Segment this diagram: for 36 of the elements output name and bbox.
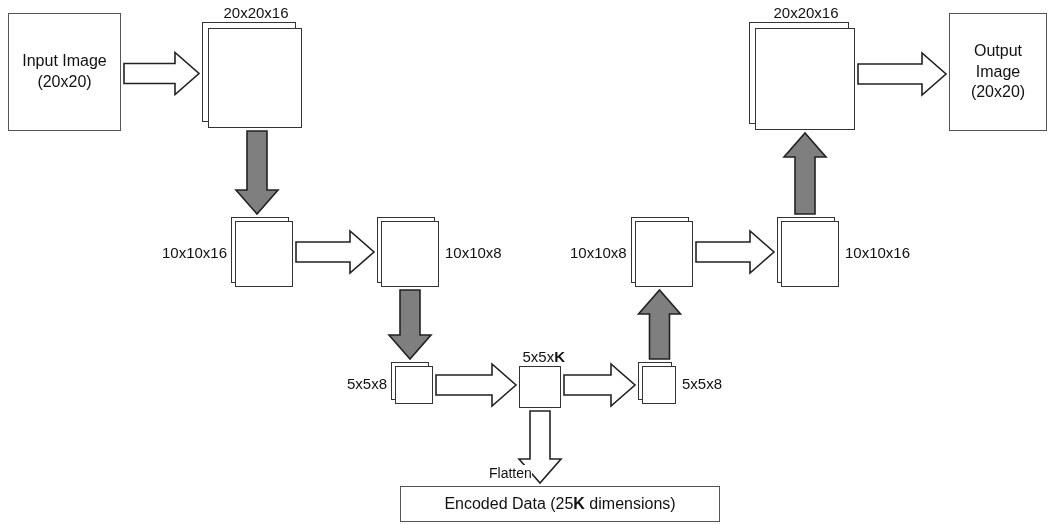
feature-map bbox=[631, 217, 693, 287]
feature-map bbox=[777, 217, 839, 287]
dimension-label: 5x5x8 bbox=[347, 374, 388, 392]
feature-map bbox=[391, 362, 433, 404]
text-box bbox=[949, 13, 1047, 131]
edge-label: Flatten bbox=[489, 465, 532, 481]
feature-map bbox=[519, 366, 561, 408]
block-arrow bbox=[636, 288, 683, 360]
dimension-label: 20x20x16 bbox=[223, 4, 289, 21]
node-text: Input Image (20x20) bbox=[21, 51, 108, 92]
feature-map bbox=[202, 22, 302, 128]
node-text: Output Image (20x20) bbox=[969, 40, 1027, 103]
node-text: Encoded Data (25K dimensions) bbox=[444, 493, 676, 514]
block-arrow bbox=[563, 362, 637, 408]
block-arrow bbox=[857, 51, 948, 97]
feature-map bbox=[231, 217, 293, 287]
dimension-label: 10x10x16 bbox=[845, 243, 911, 261]
feature-map bbox=[749, 22, 855, 130]
block-arrow bbox=[695, 229, 776, 275]
block-arrow bbox=[517, 410, 563, 485]
dimension-label: 10x10x8 bbox=[570, 243, 627, 261]
text-box bbox=[8, 13, 121, 131]
dimension-label: 20x20x16 bbox=[773, 4, 839, 21]
dimension-label: 5x5xK bbox=[522, 348, 566, 365]
feature-map bbox=[377, 217, 439, 287]
dimension-label: 10x10x8 bbox=[445, 243, 502, 261]
text-box bbox=[400, 486, 720, 522]
dimension-label: 5x5x8 bbox=[682, 374, 723, 392]
block-arrow bbox=[295, 229, 376, 275]
feature-map bbox=[638, 362, 676, 404]
block-arrow bbox=[234, 130, 280, 216]
block-arrow bbox=[435, 362, 518, 408]
block-arrow bbox=[782, 131, 828, 215]
dimension-label: 10x10x16 bbox=[162, 243, 228, 261]
block-arrow bbox=[123, 50, 201, 97]
block-arrow bbox=[387, 289, 433, 361]
